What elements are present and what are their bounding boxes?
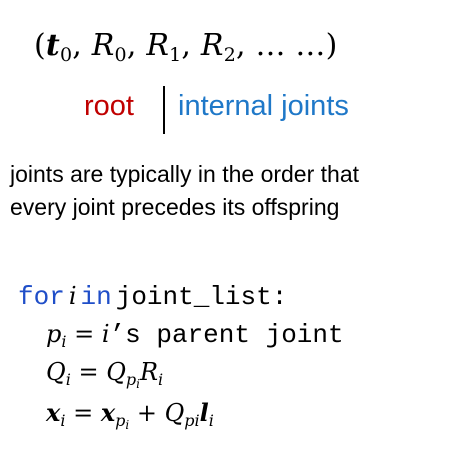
code-line-position: xi = xpi + Qpili xyxy=(46,398,214,432)
in-keyword: in xyxy=(80,282,112,312)
joint-tuple: (t0, R0, R1, R2, … …) xyxy=(34,28,338,66)
code-line-for: for i in joint_list: xyxy=(18,282,287,312)
internal-joints-label: internal joints xyxy=(178,90,349,122)
description-line-1: joints are typically in the order that xyxy=(10,161,360,187)
code-line-parent: pi = i’s parent joint xyxy=(46,320,344,351)
divider-line xyxy=(163,86,165,134)
parent-assignment: pi = i xyxy=(46,320,110,351)
description-text: joints are typically in the order that e… xyxy=(10,158,450,224)
code-line-rotation: Qi = QpiRi xyxy=(46,358,164,391)
root-label: root xyxy=(84,90,134,122)
parent-text: ’s parent joint xyxy=(109,320,344,350)
description-line-2: every joint precedes its offspring xyxy=(10,194,340,220)
for-keyword: for xyxy=(18,282,65,312)
loop-variable: i xyxy=(68,282,77,310)
joint-list-name: joint_list: xyxy=(115,282,288,312)
